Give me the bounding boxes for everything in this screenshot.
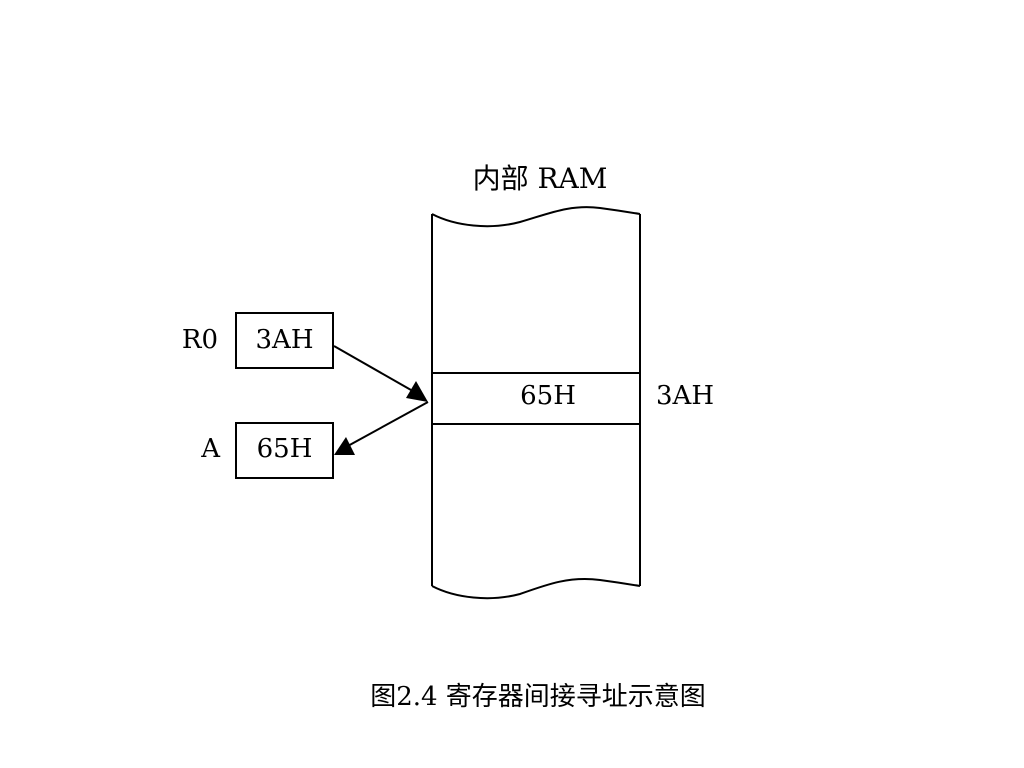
register-r0-name: R0	[182, 325, 218, 355]
memory-title: 内部 RAM	[473, 162, 608, 195]
arrow-r0-to-memory-head	[406, 381, 428, 402]
register-a-value: 65H	[257, 434, 313, 464]
register-r0-value: 3AH	[256, 325, 314, 355]
arrow-r0-to-memory-line	[333, 345, 419, 395]
memory-cell-value: 65H	[520, 381, 576, 411]
memory-top-edge	[431, 206, 641, 228]
arrow-memory-to-a-line	[345, 401, 429, 448]
figure-caption: 图2.4 寄存器间接寻址示意图	[370, 682, 706, 712]
register-a-box	[235, 422, 334, 479]
memory-cell-address: 3AH	[656, 381, 714, 411]
memory-bottom-edge	[431, 577, 641, 600]
register-a-name: A	[200, 434, 221, 464]
register-r0-box	[235, 312, 334, 369]
arrow-memory-to-a-head	[334, 437, 355, 455]
